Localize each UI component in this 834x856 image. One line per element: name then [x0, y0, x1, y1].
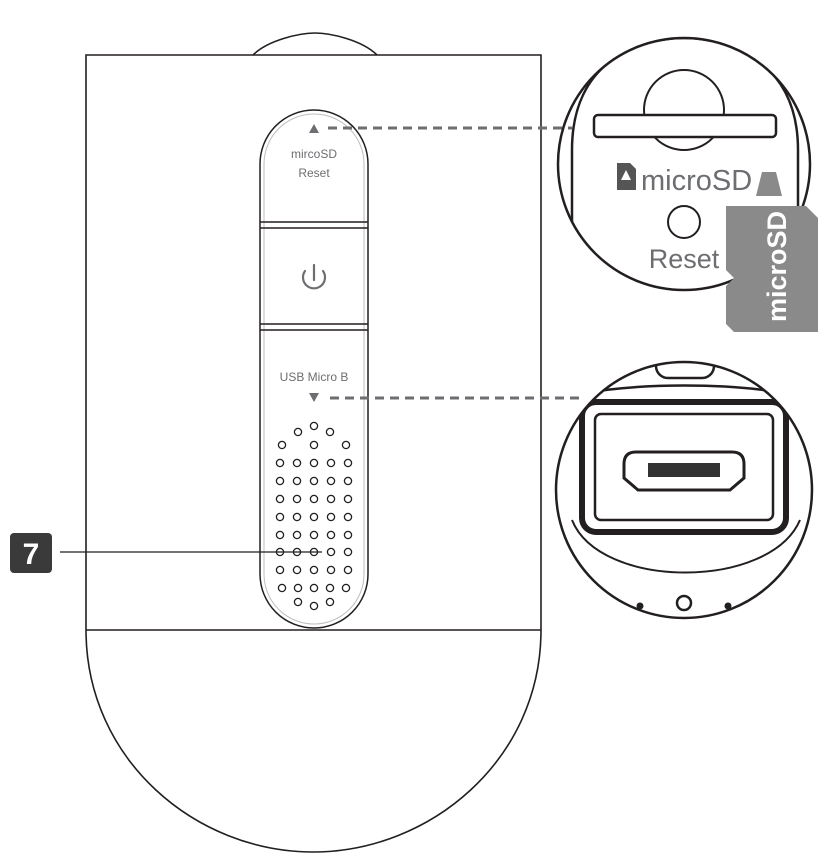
speaker-hole	[341, 583, 351, 593]
speaker-hole	[309, 421, 319, 431]
camera-body	[85, 32, 542, 853]
zoom-usb-port	[554, 360, 814, 620]
speaker-hole	[343, 458, 353, 468]
speaker-hole	[326, 512, 336, 522]
speaker-hole	[277, 583, 287, 593]
triangle-up-icon	[309, 124, 319, 133]
panel-bottom-label: USB Micro B	[280, 370, 349, 384]
control-panel-inner	[263, 113, 365, 625]
speaker-hole	[326, 530, 336, 540]
speaker-hole	[292, 458, 302, 468]
speaker-hole	[309, 476, 319, 486]
speaker-hole	[343, 494, 353, 504]
speaker-hole	[343, 547, 353, 557]
sd-card-icon	[617, 163, 636, 190]
callout-7: 7	[10, 533, 322, 573]
speaker-hole	[293, 597, 303, 607]
speaker-hole	[293, 583, 303, 593]
zoom-circle-top	[556, 36, 812, 292]
card-wedge	[756, 172, 782, 196]
speaker-hole	[292, 565, 302, 575]
speaker-hole	[275, 512, 285, 522]
speaker-hole	[326, 494, 336, 504]
zoom-circle-bottom	[554, 360, 814, 620]
speaker-hole	[275, 476, 285, 486]
speaker-hole	[293, 427, 303, 437]
reset-hole	[667, 205, 701, 239]
speaker-hole	[343, 476, 353, 486]
speaker-hole	[309, 512, 319, 522]
speaker-hole	[277, 440, 287, 450]
speaker-hole	[343, 565, 353, 575]
speaker-hole	[343, 530, 353, 540]
speaker-hole	[309, 458, 319, 468]
control-panel-outline	[259, 109, 369, 629]
panel-top-label-line2: Reset	[298, 166, 330, 180]
speaker-hole	[275, 494, 285, 504]
speaker-hole	[275, 565, 285, 575]
power-icon	[301, 263, 327, 290]
speaker-grille	[275, 421, 353, 611]
control-panel	[259, 109, 369, 629]
camera-body-outline	[85, 54, 542, 853]
speaker-hole	[326, 458, 336, 468]
speaker-hole	[292, 530, 302, 540]
speaker-hole	[309, 583, 319, 593]
speaker-hole	[292, 494, 302, 504]
zoom-slot-label: microSD	[641, 165, 752, 197]
zoom-microsd-reset: microSD Reset microSD	[556, 36, 818, 332]
speaker-hole	[326, 565, 336, 575]
speaker-hole	[309, 494, 319, 504]
camera-top-dome	[252, 32, 378, 56]
usb-housing-inner	[593, 412, 775, 522]
zoom-reset-label: Reset	[649, 244, 720, 274]
callout-number: 7	[23, 538, 40, 571]
speaker-hole	[275, 458, 285, 468]
speaker-hole	[325, 427, 335, 437]
speaker-hole	[325, 597, 335, 607]
speaker-hole	[309, 530, 319, 540]
speaker-hole	[326, 547, 336, 557]
speaker-hole	[343, 512, 353, 522]
speaker-hole	[341, 440, 351, 450]
speaker-hole	[325, 583, 335, 593]
triangle-down-icon	[309, 393, 319, 402]
sd-slot	[592, 113, 778, 139]
speaker-hole	[309, 440, 319, 450]
panel-top-label-line1: mircoSD	[291, 147, 337, 161]
speaker-hole	[292, 476, 302, 486]
speaker-hole	[326, 476, 336, 486]
micro-usb-port	[622, 450, 746, 492]
callout-badge	[10, 533, 52, 573]
speaker-hole	[309, 601, 319, 611]
microsd-card-label: microSD	[762, 211, 792, 322]
speaker-hole	[309, 565, 319, 575]
speaker-hole	[275, 530, 285, 540]
microsd-card: microSD	[726, 206, 818, 332]
speaker-hole	[292, 512, 302, 522]
